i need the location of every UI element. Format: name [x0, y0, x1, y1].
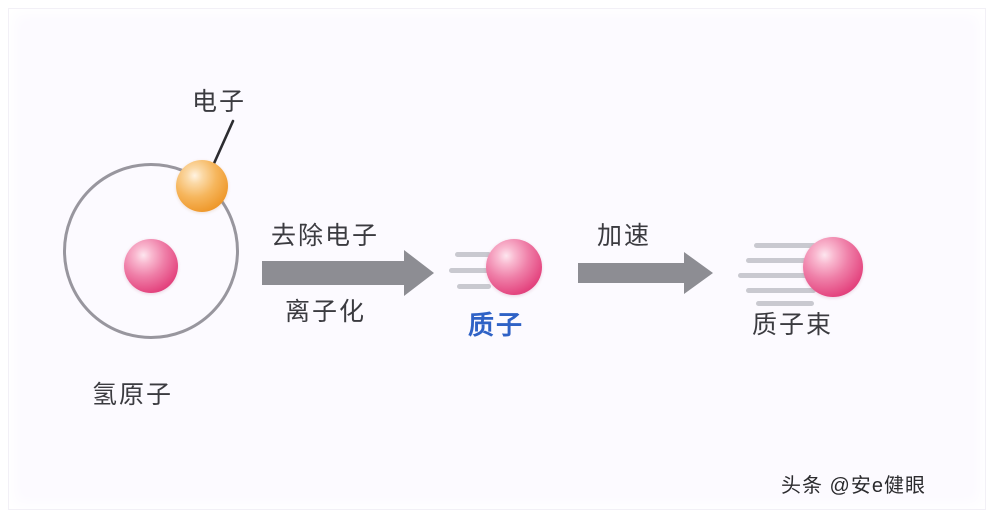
proton-beam-speed-line [756, 301, 814, 306]
remove-electron-label: 去除电子 [271, 222, 380, 250]
proton-beam-label: 质子束 [752, 311, 834, 339]
proton-speed-line [449, 268, 493, 273]
proton-beam-speed-line [746, 288, 816, 293]
electron-label: 电子 [192, 88, 247, 116]
proton-beam-sphere [803, 237, 863, 297]
hydrogen-atom-label: 氢原子 [92, 381, 174, 409]
proton-beam-speed-line [738, 273, 816, 278]
proton-speed-line [457, 284, 491, 289]
proton-beam-speed-line [754, 243, 816, 248]
proton-sphere [486, 239, 542, 295]
ionization-arrow-icon [262, 250, 434, 296]
acceleration-arrow-icon [578, 252, 713, 294]
accelerate-label: 加速 [597, 222, 652, 250]
proton-beam-speed-line [746, 258, 818, 263]
electron-orbit-ring [63, 163, 239, 339]
electron-sphere [176, 160, 228, 212]
watermark: 头条 @安e健眼 [781, 475, 926, 497]
proton-label: 质子 [468, 310, 525, 340]
proton-speed-line [455, 252, 491, 257]
ionization-label: 离子化 [285, 298, 367, 326]
nucleus-sphere [124, 239, 178, 293]
